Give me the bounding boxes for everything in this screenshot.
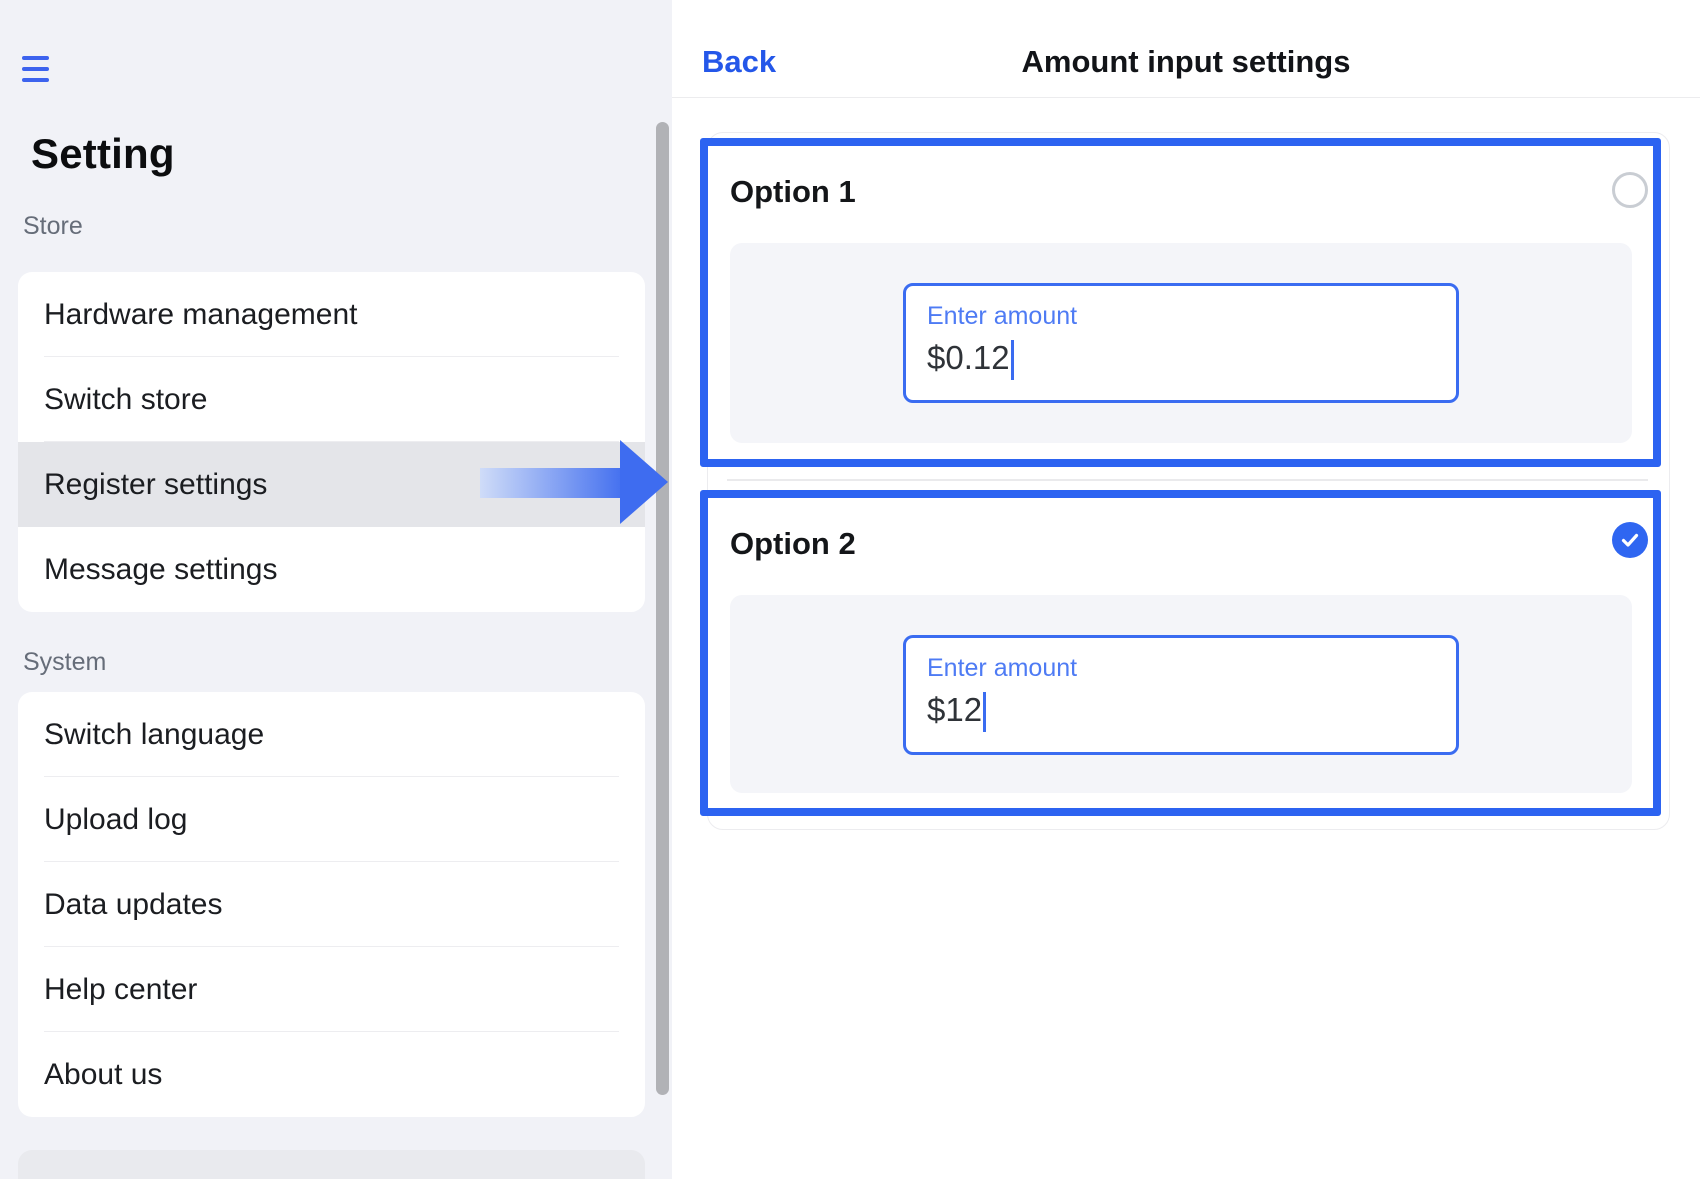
amount-input-value: $12 — [927, 688, 1456, 732]
panel-title: Amount input settings — [1021, 44, 1351, 79]
option-2-label: Option 2 — [730, 526, 856, 561]
sidebar-item-hardware-management[interactable]: Hardware management — [18, 272, 645, 357]
sidebar: Setting Store Hardware management Switch… — [0, 0, 672, 1179]
sidebar-item-data-updates[interactable]: Data updates — [18, 862, 645, 947]
page-title: Setting — [31, 130, 175, 177]
sidebar-item-register-settings[interactable]: Register settings — [18, 442, 645, 527]
section-label-system: System — [23, 648, 107, 676]
sidebar-item-label: Upload log — [44, 802, 188, 836]
sidebar-item-about-us[interactable]: About us — [18, 1032, 645, 1117]
sidebar-item-label: Hardware management — [44, 297, 358, 331]
checkmark-icon — [1621, 533, 1639, 547]
menu-bar — [22, 67, 49, 71]
sidebar-item-label: Message settings — [44, 552, 278, 586]
amount-input-label: Enter amount — [927, 302, 1078, 330]
text-cursor — [1010, 340, 1014, 380]
sidebar-item-label: Help center — [44, 972, 198, 1006]
store-menu-card: Hardware management Switch store Registe… — [18, 272, 645, 612]
sidebar-bottom-card-partial[interactable] — [18, 1150, 645, 1179]
sidebar-item-label: About us — [44, 1057, 163, 1091]
settings-panel: Back Amount input settings Option 1 Ente… — [672, 0, 1700, 1179]
amount-input[interactable]: Enter amount $12 — [903, 635, 1459, 755]
sidebar-item-help-center[interactable]: Help center — [18, 947, 645, 1032]
option-2-highlight-rect — [700, 490, 1661, 816]
sidebar-item-upload-log[interactable]: Upload log — [18, 777, 645, 862]
menu-icon[interactable] — [22, 56, 49, 82]
sidebar-item-message-settings[interactable]: Message settings — [18, 527, 645, 612]
sidebar-item-label: Register settings — [44, 467, 268, 501]
text-cursor — [983, 692, 987, 732]
amount-input-label: Enter amount — [927, 654, 1078, 682]
amount-input[interactable]: Enter amount $0.12 — [903, 283, 1459, 403]
sidebar-item-label: Switch language — [44, 717, 265, 751]
section-label-store: Store — [23, 212, 83, 240]
option-1-highlight-rect — [700, 138, 1661, 467]
menu-bar — [22, 78, 49, 82]
radio-unchecked-icon[interactable] — [1612, 172, 1648, 208]
sidebar-item-switch-store[interactable]: Switch store — [18, 357, 645, 442]
option-1-label: Option 1 — [730, 174, 856, 209]
options-divider — [727, 479, 1648, 481]
sidebar-item-label: Data updates — [44, 887, 223, 921]
menu-bar — [22, 56, 49, 60]
back-button[interactable]: Back — [702, 44, 777, 79]
sidebar-scrollbar[interactable] — [656, 122, 669, 1095]
sidebar-item-label: Switch store — [44, 382, 208, 416]
panel-header: Back Amount input settings — [672, 0, 1700, 98]
system-menu-card: Switch language Upload log Data updates … — [18, 692, 645, 1117]
radio-checked-icon[interactable] — [1612, 522, 1648, 558]
sidebar-item-switch-language[interactable]: Switch language — [18, 692, 645, 777]
amount-input-value: $0.12 — [927, 336, 1456, 380]
